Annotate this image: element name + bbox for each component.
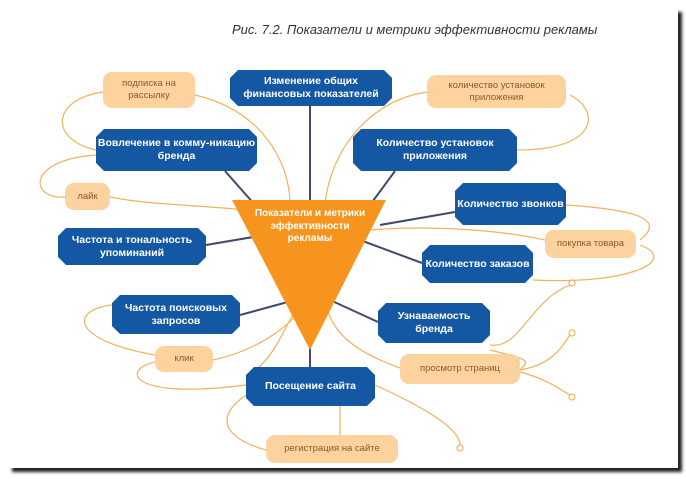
- arc: [109, 196, 246, 211]
- action-arcs: [39, 91, 655, 451]
- metric-calls: Количество звонков: [455, 183, 566, 225]
- action-like: лайк: [65, 183, 110, 210]
- arc: [226, 394, 267, 451]
- arc: [519, 371, 571, 396]
- action-pageviews: просмотр страниц: [400, 354, 520, 384]
- arc: [194, 94, 291, 206]
- action-purchase: покупка товара: [545, 230, 636, 258]
- arc: [565, 204, 650, 241]
- arc: [519, 334, 571, 371]
- arc: [489, 284, 571, 346]
- figure-title: Рис. 7.2. Показатели и метрики эффективн…: [232, 22, 598, 37]
- arc-end-dot: [568, 329, 576, 337]
- center-label: Показатели и метрики эффективности рекла…: [254, 208, 366, 244]
- metric-search: Частота поисковых запросов: [112, 295, 240, 334]
- metric-engagement: Вовлечение в комму-никацию бренда: [96, 129, 257, 171]
- arc: [516, 94, 589, 151]
- arc: [489, 349, 527, 371]
- metric-awareness: Узнаваемость бренда: [378, 303, 490, 343]
- metric-visits: Посещение сайта: [246, 367, 375, 406]
- action-registration: регистрация на сайте: [266, 435, 398, 463]
- arc: [84, 304, 156, 356]
- action-subscribe: подписка на рассылку: [103, 72, 195, 108]
- arc: [39, 154, 97, 198]
- arc-end-dot: [568, 393, 576, 401]
- arc: [136, 361, 247, 390]
- metric-orders: Количество заказов: [422, 245, 533, 283]
- arc: [374, 384, 461, 446]
- arc: [369, 227, 546, 241]
- arc-end-dot: [568, 279, 576, 287]
- arc-end-dot: [456, 444, 464, 452]
- metric-mentions: Частота и тональность упоминаний: [58, 228, 206, 265]
- center-triangle: [232, 200, 386, 350]
- action-click: клик: [155, 346, 213, 372]
- arc: [532, 244, 655, 282]
- arc: [61, 91, 104, 151]
- arc: [324, 91, 428, 206]
- metric-installs: Количество установок приложения: [353, 129, 517, 171]
- metric-finance: Изменение общих финансовых показателей: [230, 70, 392, 106]
- action-install-count: количество установок приложения: [427, 75, 566, 108]
